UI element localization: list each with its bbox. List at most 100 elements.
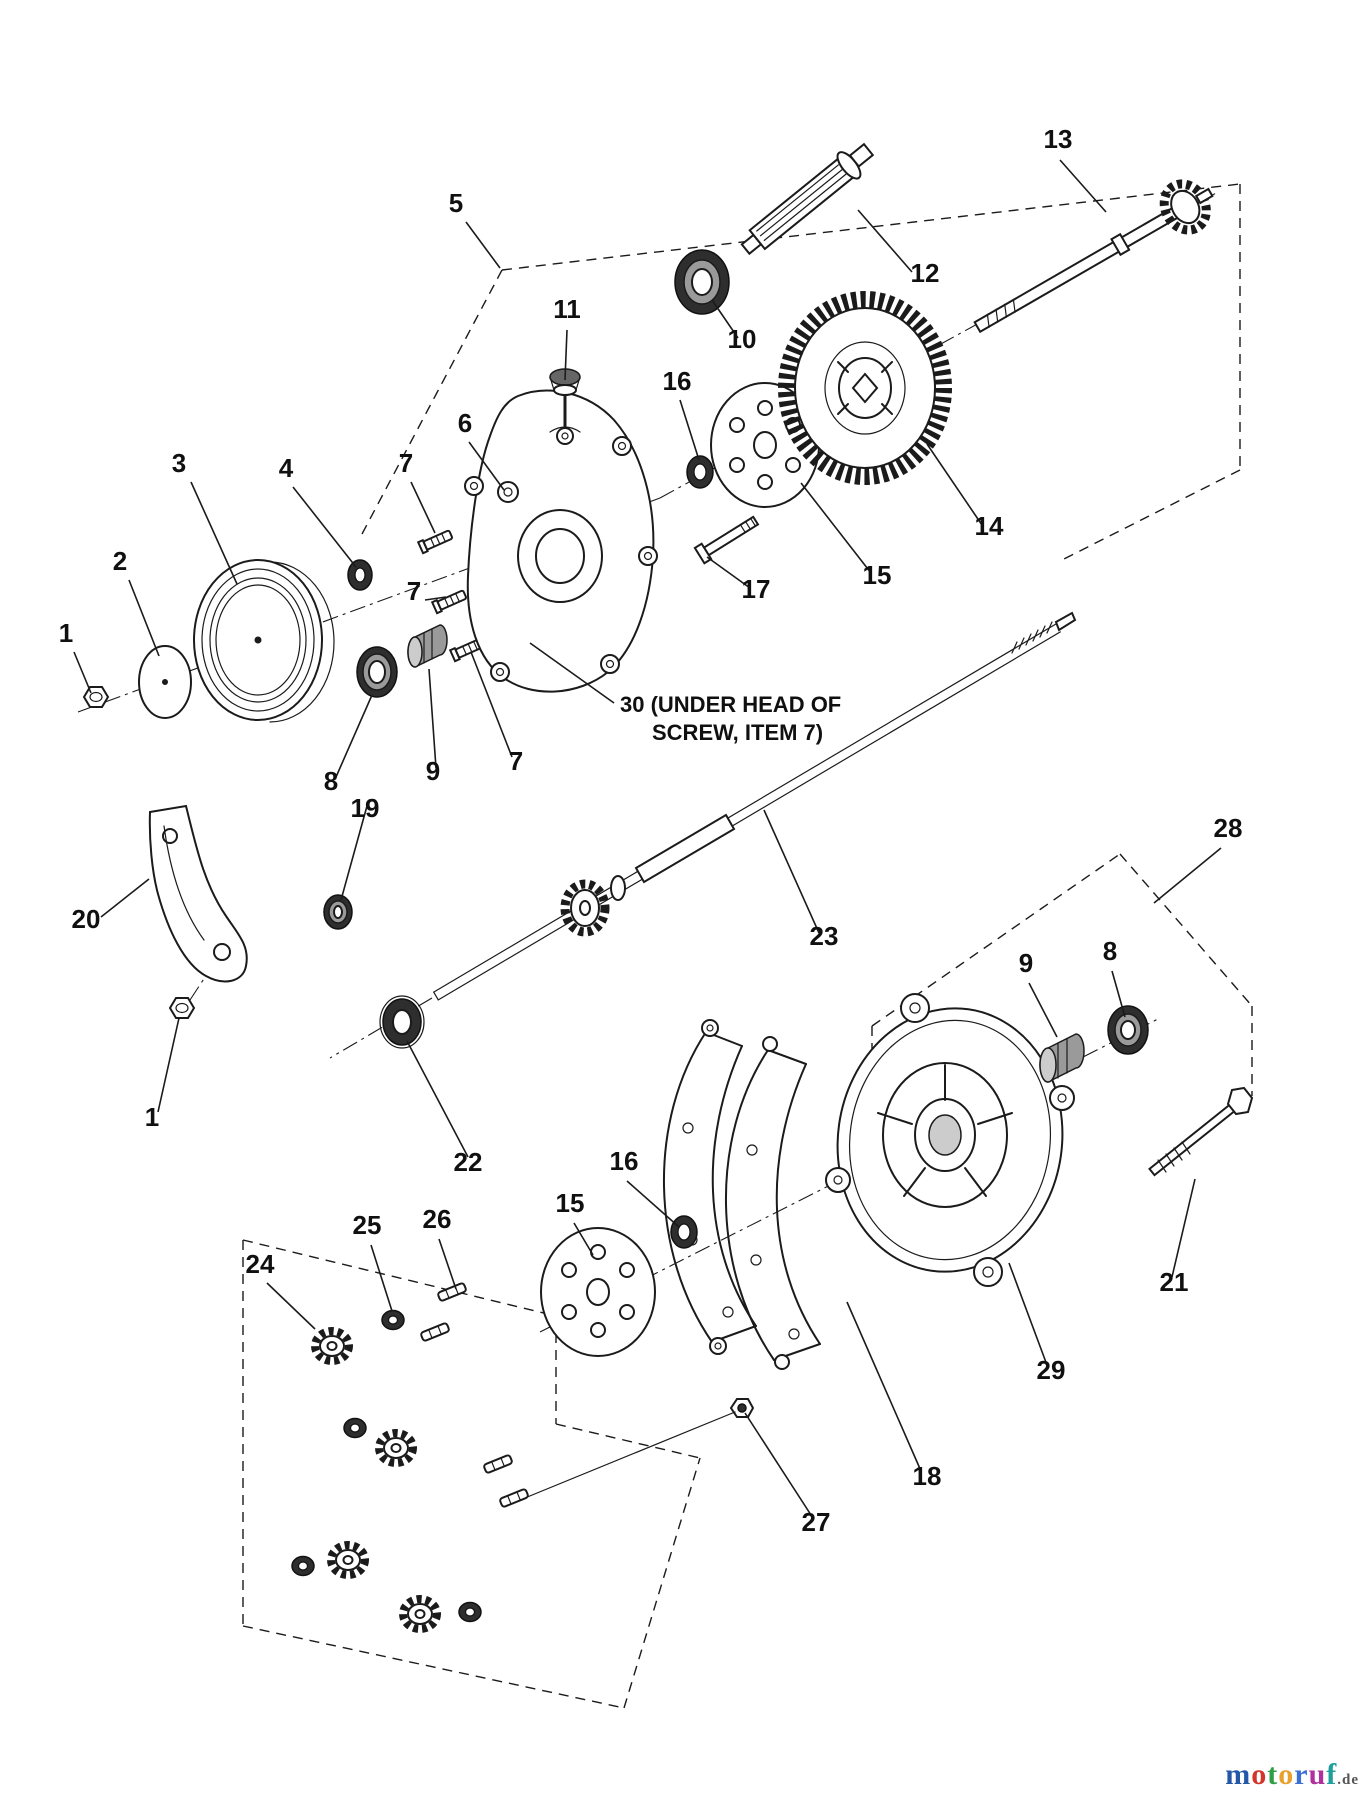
shaft-collar [610, 875, 626, 901]
callout-7-top: 7 [399, 448, 413, 478]
callout-1-bottom: 1 [145, 1102, 159, 1132]
gearbox-housing-5 [464, 389, 658, 693]
callout-24: 24 [246, 1249, 275, 1279]
pulley-3 [193, 559, 335, 723]
pinion-gear-24-a [311, 1327, 353, 1365]
callout-11: 11 [553, 294, 581, 324]
callout-7-middle: 7 [407, 576, 421, 606]
pinion-gear-24-b [375, 1429, 417, 1467]
shaft-tip [1054, 611, 1077, 632]
callout-1-top: 1 [59, 618, 73, 648]
callout-16-top: 16 [663, 366, 692, 396]
pinion-pin-26-d [499, 1488, 529, 1508]
bearing-10 [674, 249, 730, 315]
callout-8-left: 8 [324, 766, 338, 796]
callout-26: 26 [423, 1204, 452, 1234]
callout-15-bottom: 15 [556, 1188, 585, 1218]
bearing-8-left [356, 646, 398, 698]
callout-4: 4 [279, 453, 294, 483]
axle-shaft-23 [433, 611, 1077, 1001]
shaft-pinion-gear [560, 879, 610, 937]
motoruf-watermark[interactable]: motoruf.de [1225, 1758, 1359, 1792]
note-30-line1: 30 (UNDER HEAD OF [620, 692, 841, 717]
callout-20: 20 [72, 904, 101, 934]
thrust-washer-25-a [381, 1309, 405, 1331]
differential-plate-15-top [710, 382, 820, 508]
pinion-gear-24-d [399, 1595, 441, 1633]
thrust-washer-25-c [291, 1555, 315, 1577]
watermark-letter: m [1225, 1758, 1252, 1791]
callout-28: 28 [1214, 813, 1243, 843]
callout-9-right: 9 [1019, 948, 1033, 978]
callout-19: 19 [351, 793, 380, 823]
callout-29: 29 [1037, 1355, 1066, 1385]
watermark-letter: o [1251, 1758, 1268, 1791]
bolt-21 [1148, 1086, 1254, 1177]
watermark-letter: u [1308, 1758, 1327, 1791]
input-shaft-12 [740, 142, 875, 256]
pinion-pin-26-b [420, 1322, 450, 1342]
callout-2: 2 [113, 546, 127, 576]
washer-19 [323, 894, 353, 930]
dashed-envelope-right [871, 853, 1253, 1124]
spacer-9-left [407, 624, 448, 668]
pinion-cluster-axis-line [519, 1411, 736, 1501]
washer-4 [347, 559, 373, 591]
boss-6 [497, 481, 519, 503]
note-30-line2: SCREW, ITEM 7) [652, 720, 823, 745]
watermark-letter: t [1267, 1758, 1279, 1791]
callout-3: 3 [172, 448, 186, 478]
spacer-9-right [1039, 1033, 1085, 1083]
callout-5: 5 [449, 188, 463, 218]
pinion-gear-24-c [327, 1541, 369, 1579]
pinion-pin-26-a [437, 1282, 467, 1302]
thrust-washer-25-d [458, 1601, 482, 1623]
thrust-washer-25-b [343, 1417, 367, 1439]
callout-18: 18 [913, 1461, 942, 1491]
bearing-22 [379, 995, 425, 1049]
gasket-18 [724, 1036, 821, 1370]
callout-7-bottom: 7 [509, 746, 523, 776]
hex-nut-1-bottom [168, 997, 196, 1019]
watermark-letter: f [1326, 1758, 1338, 1791]
differential-plate-15-bottom [540, 1227, 656, 1357]
hex-nut-1-top [82, 686, 110, 708]
note-30: 30 (UNDER HEAD OF SCREW, ITEM 7) [620, 692, 841, 745]
callout-16-bottom: 16 [610, 1146, 639, 1176]
callout-27: 27 [802, 1507, 831, 1537]
shaft-threads [1011, 621, 1053, 654]
callout-15-top: 15 [863, 560, 892, 590]
washer-2 [138, 645, 192, 719]
screw-17 [693, 515, 760, 565]
callout-labels: 5 11 12 10 13 16 6 3 4 7 2 7 1 14 15 17 … [59, 124, 1243, 1537]
callout-8-right: 8 [1103, 936, 1117, 966]
watermark-letter: r [1294, 1758, 1309, 1791]
leader-lines [73, 159, 1222, 1516]
callout-14: 14 [975, 511, 1004, 541]
callout-13: 13 [1044, 124, 1073, 154]
stud-7-middle [430, 589, 467, 615]
stud-7-top [416, 529, 453, 555]
callout-9-left: 9 [426, 756, 440, 786]
bearing-8-right [1107, 1005, 1149, 1055]
washer-16-bottom [670, 1215, 698, 1249]
callout-12: 12 [911, 258, 940, 288]
watermark-letter: o [1278, 1758, 1295, 1791]
shaft-sleeve [634, 813, 736, 884]
callout-23: 23 [810, 921, 839, 951]
hex-nut-27 [729, 1398, 755, 1418]
callout-10: 10 [728, 324, 757, 354]
callout-22: 22 [454, 1147, 483, 1177]
callout-6: 6 [458, 408, 472, 438]
callout-21: 21 [1160, 1267, 1189, 1297]
output-shaft-13 [973, 179, 1214, 334]
washer-16-top [686, 455, 714, 489]
dashed-envelope-top [361, 183, 1241, 561]
brake-bracket-20 [148, 804, 248, 983]
callout-17: 17 [742, 574, 771, 604]
spur-gear-14 [778, 291, 952, 485]
watermark-suffix: .de [1337, 1772, 1359, 1788]
transaxle-housing-29 [825, 993, 1075, 1287]
